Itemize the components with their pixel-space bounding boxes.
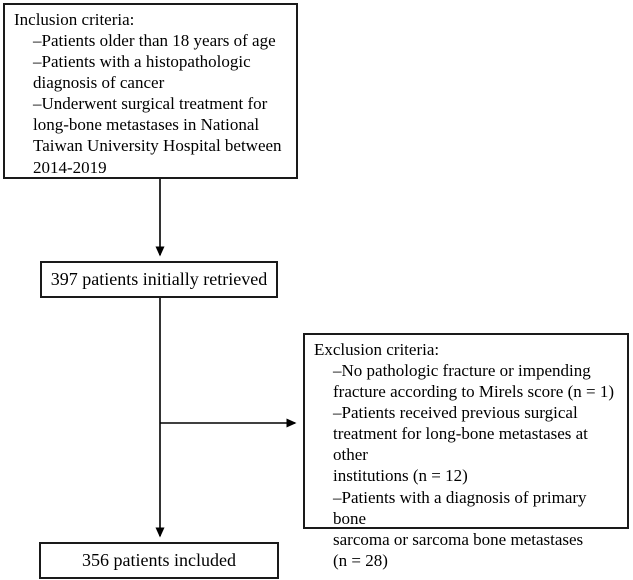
exclusion-criteria-title: Exclusion criteria: <box>314 340 440 359</box>
patients-retrieved-label: 397 patients initially retrieved <box>50 269 268 289</box>
patients-included-label: 356 patients included <box>82 550 236 570</box>
inclusion-criteria-box: Inclusion criteria: –Patients older than… <box>3 3 298 179</box>
inclusion-criteria-item: –Patients older than 18 years of age <box>33 31 276 51</box>
inclusion-criteria-title: Inclusion criteria: <box>14 10 135 29</box>
exclusion-criteria-item: –Patients with a diagnosis of primary bo… <box>333 487 587 570</box>
patients-retrieved-box: 397 patients initially retrieved <box>40 261 278 298</box>
inclusion-criteria-item: –Patients with a histopathologic diagnos… <box>33 52 251 93</box>
exclusion-criteria-item: –Patients received previous surgical tre… <box>333 403 588 486</box>
exclusion-criteria-box: Exclusion criteria: –No pathologic fract… <box>303 333 629 570</box>
inclusion-criteria-item: –Underwent surgical treatment for long-b… <box>33 94 282 177</box>
patients-included-box: 356 patients included <box>39 542 279 579</box>
exclusion-criteria-item: –No pathologic fracture or impending fra… <box>333 361 614 402</box>
